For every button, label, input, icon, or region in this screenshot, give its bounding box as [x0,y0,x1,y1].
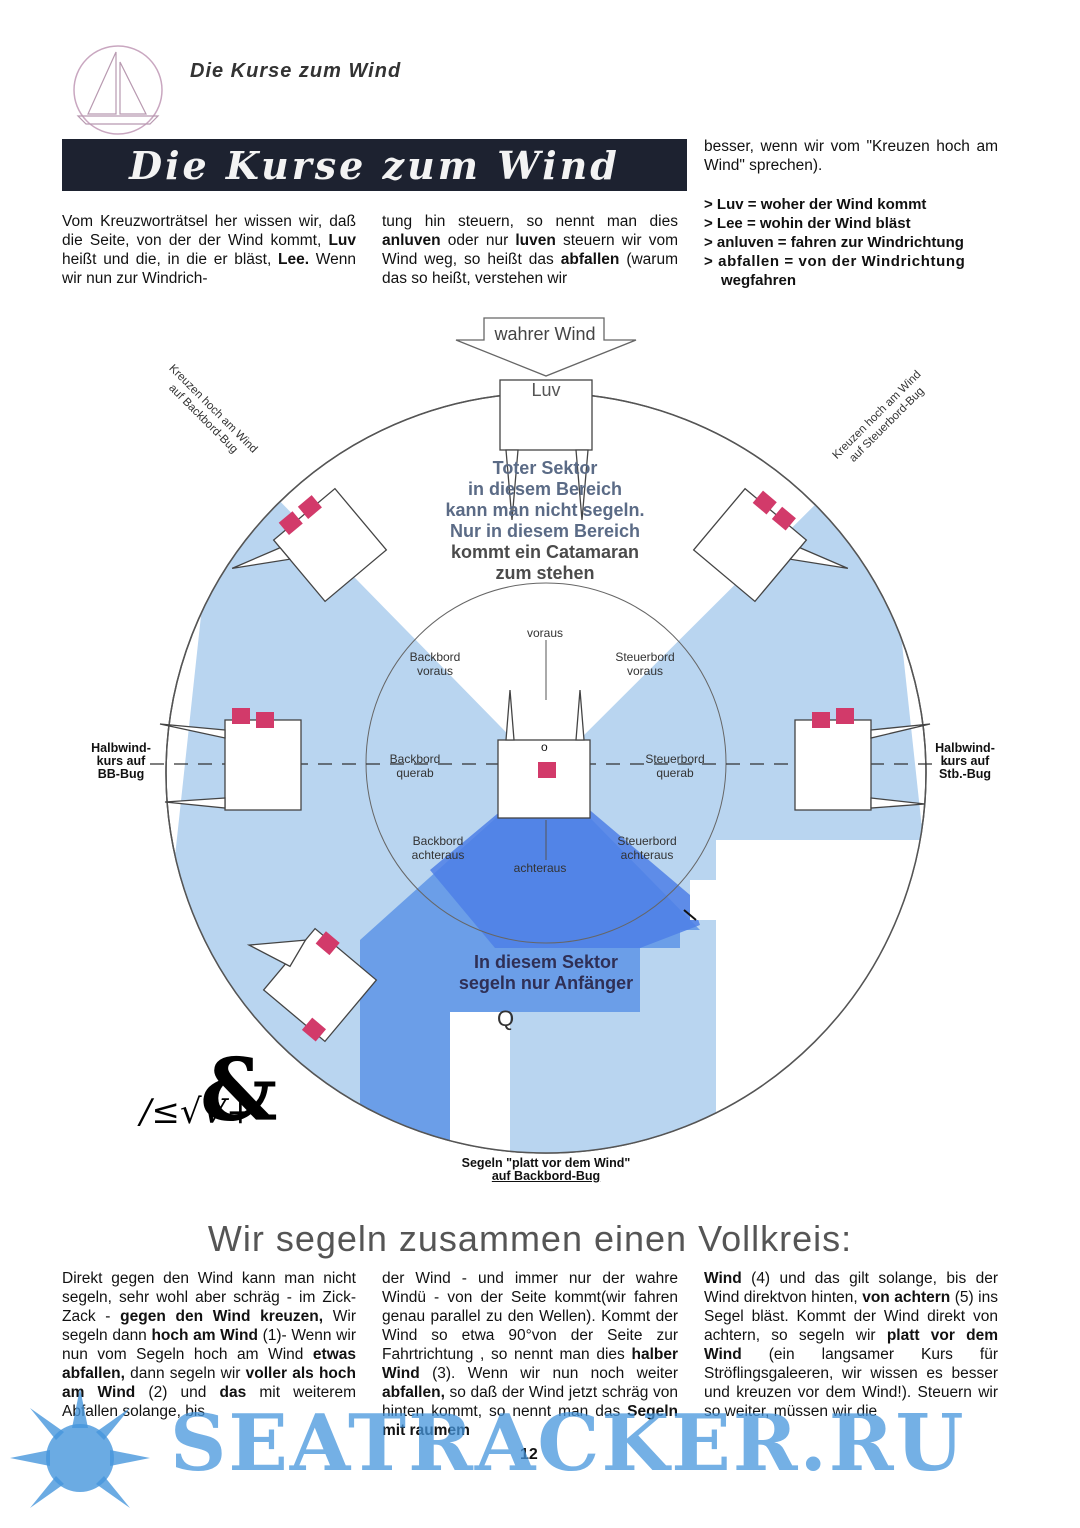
achteraus-label: achteraus [513,861,567,875]
text-run: (2) und [135,1384,220,1401]
definitions-list: > Luv = woher der Wind kommt > Lee = woh… [704,195,1000,290]
banner-title: Die Kurse zum Wind [129,142,620,188]
bold-term: Wind [704,1270,742,1287]
stb-achteraus-label: Steuerbord achteraus [617,834,677,862]
vollkreis-title: Wir segeln zusammen einen Vollkreis: [207,1218,853,1259]
header-title: Die Kurse zum Wind [190,60,402,82]
section-banner: Die Kurse zum Wind [62,139,687,191]
watermark: SEATRACKER.RU [170,1398,966,1489]
text-run: (ein langsamer Kurs für Ströflingsgaleer… [704,1346,998,1420]
bold-term: abfallen [560,251,620,268]
text-run: (4) und das gilt solange, bis der Wind d… [704,1270,998,1306]
beginner-sector-label: In diesem Sektor segeln nur Anfänger [458,952,634,993]
intro-column-2: tung hin steuern, so nennt man dies anlu… [382,212,678,288]
bold-term: luven [515,232,556,249]
text-run: Vom Kreuzworträtsel her wissen wir, daß … [62,213,356,249]
bold-term: von achtern [862,1289,951,1306]
text-run: dann segeln wir [124,1365,246,1382]
platt-vor-dem-wind-label: Segeln "platt vor dem Wind" auf Backbord… [461,1156,631,1183]
halbwind-bb-catamaran [159,708,302,811]
definition-lee: > Lee = wohin der Wind bläst [704,215,911,232]
scribble-mark: /≤√V+ [140,1092,255,1132]
sailing-courses-diagram [150,317,950,1154]
sailboat-logo [73,45,163,135]
center-catamaran [497,689,591,819]
text-run: heißt und die, in die er bläst, [62,251,279,268]
kreuzen-stb-catamaran [692,487,849,603]
intro-column-1: Vom Kreuzworträtsel her wissen wir, daß … [62,212,356,288]
page-number: 12 [520,1446,538,1463]
voraus-label: voraus [526,626,564,640]
definition-abfallen-cont: wegfahren [721,272,797,289]
q-mark: Q [497,1006,515,1031]
wind-arrow [455,317,637,377]
text-run: so daß der Wind jetzt schräg von hinten … [382,1384,678,1420]
bold-term: gegen den Wind kreuzen, [120,1308,324,1325]
ampersand-mark: & [200,1040,278,1141]
bold-term: etwas abfallen, [62,1346,356,1382]
bold-term: halber Wind [382,1346,678,1382]
bold-term: platt vor dem Wind [704,1327,998,1363]
text-run: (warum das so heißt, verstehen wir [382,251,678,287]
bold-term: Luv [328,232,356,249]
text-run: oder nur [440,232,516,249]
vollkreis-column-2: der Wind - und immer nur der wahre Windü… [382,1269,678,1440]
text-run: (3). Wenn wir nun noch weiter [419,1365,678,1382]
halbwind-stb-catamaran [794,708,931,811]
bold-term: hoch am Wind [151,1327,258,1344]
text-run: steuern wir vom Wind weg, so heißt das [382,232,678,268]
text-run: der Wind - und immer nur der wahre Windü… [382,1270,678,1363]
intro-column-3: besser, wenn wir vom "Kreuzen hoch am Wi… [704,137,998,175]
text-run: (5) ins Segel bläst. Kommt der Wind dire… [704,1289,999,1344]
text-run: besser, wenn wir vom "Kreuzen hoch am Wi… [704,138,998,174]
definition-anluven: > anluven = fahren zur Windrichtung [704,234,964,251]
wind-label: wahrer Wind [494,324,596,344]
center-o-mark: o [541,740,548,754]
halbwind-bb-label: Halbwind- kurs auf BB-Bug [91,741,151,781]
kreuzen-bb-catamaran [231,487,388,603]
halbwind-stb-label: Halbwind- kurs auf Stb.-Bug [935,741,995,781]
definition-luv: > Luv = woher der Wind kommt [704,196,927,213]
definition-abfallen: > abfallen = von der Windrichtung [704,253,966,270]
dead-sector-label: Toter Sektor in diesem Bereich kann man … [445,458,645,583]
text-run: mit weiterem Abfallen solange, bis [62,1384,357,1420]
bold-term: das [219,1384,247,1401]
text-run: Wir segeln dann [62,1308,356,1344]
starburst-icon [10,1388,150,1508]
bb-achteraus-label: Backbord achteraus [411,834,465,862]
text-run: (1)- Wenn wir nun vom Segeln hoch am Win… [62,1327,356,1363]
bold-term: Lee. [278,251,310,268]
bold-term: Segeln mit raumem [382,1403,678,1439]
bold-term: abfallen, [382,1384,445,1401]
stb-voraus-label: Steuerbord voraus [615,650,675,678]
text-run: tung hin steuern, so nennt man dies [382,213,678,230]
vollkreis-column-3: Wind (4) und das gilt solange, bis der W… [704,1269,998,1421]
text-run: Wenn wir nun zur Windrich- [62,251,356,287]
raumer-wind-catamaran [246,927,378,1043]
stb-querab-label: Steuerbord querab [645,752,705,780]
luv-label: Luv [531,380,561,400]
text-run: Direkt gegen den Wind kann man nicht seg… [62,1270,356,1325]
inner-circle [365,582,727,944]
bb-voraus-label: Backbord voraus [409,650,461,678]
bold-term: anluven [382,232,441,249]
luv-catamaran [499,379,593,521]
vollkreis-column-1: Direkt gegen den Wind kann man nicht seg… [62,1269,356,1421]
bb-querab-label: Backbord querab [389,752,441,780]
